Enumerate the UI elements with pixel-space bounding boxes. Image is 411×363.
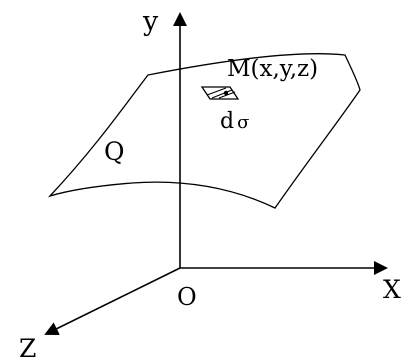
z-axis-line	[44, 267, 181, 335]
x-axis-label: X	[383, 275, 401, 304]
surface-element-d-sigma	[200, 86, 240, 100]
z-axis-label: Z	[19, 334, 36, 363]
surface-q-outline	[47, 53, 361, 209]
element-d: d	[220, 109, 234, 134]
y-axis-label: y	[142, 6, 159, 37]
element-sigma: σ	[237, 112, 249, 133]
origin-label: O	[177, 283, 197, 311]
surface-label: Q	[104, 137, 125, 166]
point-m-label: M(x,y,z)	[227, 56, 318, 82]
point-m-dot	[223, 90, 229, 96]
